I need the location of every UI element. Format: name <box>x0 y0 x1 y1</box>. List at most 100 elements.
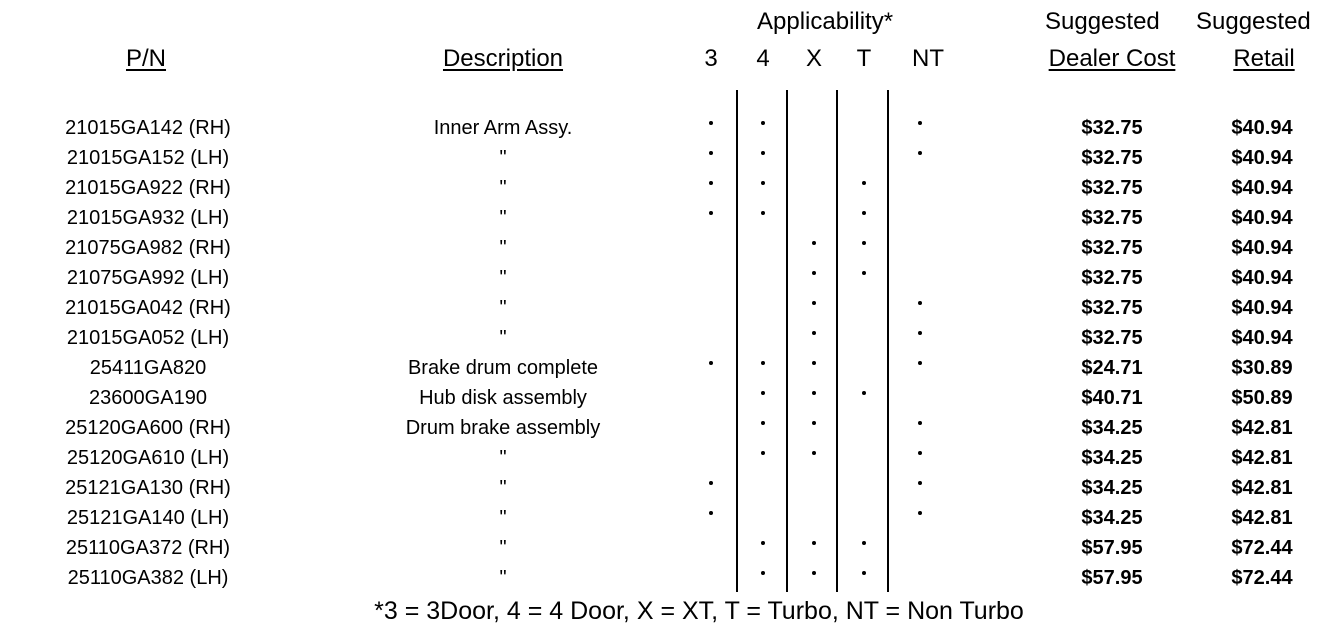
applicability-mark-4 <box>761 361 765 365</box>
col-4-header: 4 <box>756 45 770 72</box>
applicability-mark-4 <box>761 451 765 455</box>
part-description: " <box>499 447 507 469</box>
suggested-retail: $42.81 <box>1231 417 1293 439</box>
part-number: 25121GA130 (RH) <box>65 477 231 499</box>
applicability-mark-x <box>812 571 816 575</box>
part-description: " <box>499 207 507 229</box>
applicability-mark-3 <box>709 361 713 365</box>
suggested-retail: $40.94 <box>1231 327 1293 349</box>
dealer-cost: $24.71 <box>1081 357 1143 379</box>
suggested-header-2: Suggested <box>1196 8 1311 35</box>
part-description: Inner Arm Assy. <box>433 117 573 139</box>
part-description: " <box>499 327 507 349</box>
table-row: 25121GA130 (RH)"$34.25$42.81 <box>0 473 1344 503</box>
suggested-retail: $40.94 <box>1231 177 1293 199</box>
applicability-mark-nt <box>918 151 922 155</box>
dealer-cost: $40.71 <box>1081 387 1143 409</box>
divider-x-t <box>836 90 838 592</box>
suggested-retail: $40.94 <box>1231 297 1293 319</box>
table-row: 21015GA042 (RH)"$32.75$40.94 <box>0 293 1344 323</box>
divider-t-nt <box>887 90 889 592</box>
suggested-retail: $40.94 <box>1231 207 1293 229</box>
dealer-cost: $32.75 <box>1081 177 1143 199</box>
table-row: 25120GA600 (RH)Drum brake assembly$34.25… <box>0 413 1344 443</box>
part-number: 21015GA052 (LH) <box>66 327 230 349</box>
part-number: 21075GA992 (LH) <box>66 267 230 289</box>
table-row: 21015GA922 (RH)"$32.75$40.94 <box>0 173 1344 203</box>
suggested-retail: $30.89 <box>1231 357 1293 379</box>
applicability-mark-3 <box>709 181 713 185</box>
part-number: 21075GA982 (RH) <box>65 237 231 259</box>
applicability-mark-x <box>812 361 816 365</box>
suggested-retail: $42.81 <box>1231 447 1293 469</box>
applicability-mark-x <box>812 391 816 395</box>
part-description: " <box>499 507 507 529</box>
applicability-mark-3 <box>709 151 713 155</box>
table-row: 21075GA982 (RH)"$32.75$40.94 <box>0 233 1344 263</box>
part-description: " <box>499 297 507 319</box>
description-header: Description <box>442 45 564 72</box>
dealer-cost: $57.95 <box>1081 537 1143 559</box>
col-x-header: X <box>805 45 823 72</box>
part-description: " <box>499 237 507 259</box>
suggested-header-1: Suggested <box>1045 8 1160 35</box>
divider-4-x <box>786 90 788 592</box>
suggested-retail: $40.94 <box>1231 147 1293 169</box>
retail-header: Retail <box>1233 45 1295 72</box>
dealer-cost: $32.75 <box>1081 207 1143 229</box>
applicability-mark-nt <box>918 331 922 335</box>
part-number: 25121GA140 (LH) <box>66 507 230 529</box>
applicability-mark-t <box>862 211 866 215</box>
applicability-mark-t <box>862 181 866 185</box>
applicability-mark-4 <box>761 151 765 155</box>
suggested-retail: $40.94 <box>1231 267 1293 289</box>
part-description: Hub disk assembly <box>419 387 587 409</box>
suggested-retail: $72.44 <box>1231 537 1293 559</box>
applicability-mark-4 <box>761 541 765 545</box>
table-row: 21015GA932 (LH) " $32.75 $40.94 <box>0 203 1344 233</box>
part-number: 25110GA372 (RH) <box>65 537 231 559</box>
pn-header: P/N <box>125 45 167 72</box>
applicability-mark-x <box>812 541 816 545</box>
dealer-cost: $34.25 <box>1081 447 1143 469</box>
table-row: 21015GA142 (RH)Inner Arm Assy.$32.75$40.… <box>0 113 1344 143</box>
suggested-retail: $50.89 <box>1231 387 1293 409</box>
applicability-mark-x <box>812 331 816 335</box>
col-t-header: T <box>856 45 872 72</box>
applicability-mark-nt <box>918 511 922 515</box>
dealer-cost: $34.25 <box>1081 477 1143 499</box>
table-row: 25121GA140 (LH)"$34.25$42.81 <box>0 503 1344 533</box>
table-row: 21075GA992 (LH) " $32.75 $40.94 <box>0 263 1344 293</box>
applicability-mark-t <box>862 541 866 545</box>
part-number: 21015GA932 (LH) <box>66 207 230 229</box>
dealer-cost: $57.95 <box>1081 567 1143 589</box>
applicability-mark-x <box>812 451 816 455</box>
col-nt-header: NT <box>912 45 944 72</box>
dealer-cost-header: Dealer Cost <box>1048 45 1176 72</box>
applicability-mark-3 <box>709 511 713 515</box>
applicability-mark-t <box>862 241 866 245</box>
table-row: 25110GA372 (RH)"$57.95$72.44 <box>0 533 1344 563</box>
part-number: 21015GA042 (RH) <box>65 297 231 319</box>
footnote: *3 = 3Door, 4 = 4 Door, X = XT, T = Turb… <box>374 597 1024 625</box>
table-row: 25110GA382 (LH)"$57.95$72.44 <box>0 563 1344 593</box>
part-description: Brake drum complete <box>407 357 599 379</box>
dealer-cost: $32.75 <box>1081 267 1143 289</box>
applicability-mark-nt <box>918 451 922 455</box>
applicability-mark-x <box>812 301 816 305</box>
applicability-header: Applicability* <box>757 8 894 35</box>
applicability-mark-t <box>862 571 866 575</box>
applicability-mark-3 <box>709 211 713 215</box>
part-number: 25120GA610 (LH) <box>66 447 230 469</box>
applicability-mark-3 <box>709 481 713 485</box>
part-description: " <box>499 267 507 289</box>
applicability-mark-nt <box>918 481 922 485</box>
suggested-retail: $42.81 <box>1231 507 1293 529</box>
applicability-mark-t <box>862 391 866 395</box>
applicability-mark-x <box>812 271 816 275</box>
suggested-retail: $40.94 <box>1231 117 1293 139</box>
table-row: 21015GA052 (LH)"$32.75$40.94 <box>0 323 1344 353</box>
applicability-mark-nt <box>918 421 922 425</box>
